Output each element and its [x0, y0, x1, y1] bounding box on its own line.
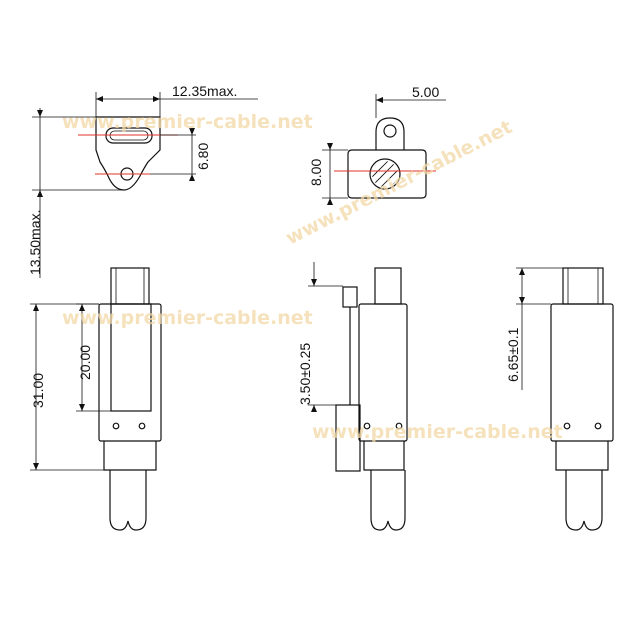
dim-window-length: 20.00	[77, 345, 93, 380]
side-view	[516, 267, 614, 531]
dim-pin-width: 5.00	[412, 84, 439, 100]
dim-pin-height: 8.00	[308, 159, 324, 186]
front-view-connector	[32, 92, 258, 278]
dim-total-height: 13.50max.	[27, 210, 43, 275]
front-elevation	[30, 267, 162, 531]
dim-body-length: 31.00	[30, 373, 46, 408]
dim-top-width: 12.35max.	[172, 83, 237, 99]
dim-top-height-small: 6.80	[195, 143, 211, 170]
side-elevation	[308, 262, 408, 531]
watermark-3: www.premier-cable.net	[62, 307, 313, 329]
watermark-1: www.premier-cable.net	[62, 111, 313, 133]
dim-offset: 3.50±0.25	[297, 343, 313, 405]
watermark-4: www.premier-cable.net	[312, 421, 563, 443]
dim-side-width: 6.65±0.1	[505, 327, 521, 382]
